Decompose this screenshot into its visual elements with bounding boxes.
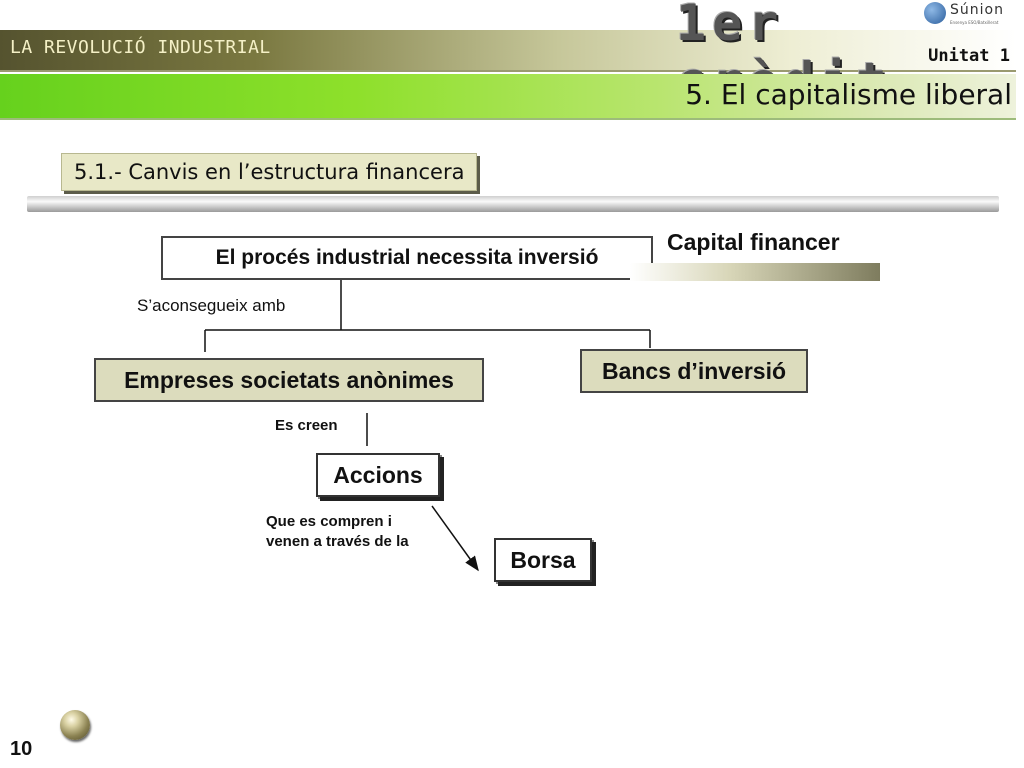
chapter-bar (0, 74, 1016, 120)
chapter-title: 5. El capitalisme liberal (685, 78, 1012, 111)
section-title: 5.1.- Canvis en l’estructura financera (61, 153, 478, 191)
header-bar (0, 30, 1016, 72)
link-label-saconsegueix: S’aconsegueix amb (137, 296, 286, 315)
main-process-box: El procés industrial necessita inversió (161, 236, 653, 280)
course-title: LA REVOLUCIÓ INDUSTRIAL (10, 37, 271, 58)
empreses-box: Empreses societats anònimes (94, 358, 484, 402)
globe-icon (924, 2, 946, 24)
sunion-logo: Súnion Ensenya ESO/Batxillerat (924, 2, 1024, 26)
section-divider (27, 196, 999, 212)
unit-label: Unitat 1 (928, 46, 1010, 66)
bancs-box: Bancs d’inversió (580, 349, 808, 393)
capital-financer-label: Capital financer (667, 229, 840, 255)
borsa-box: Borsa (494, 538, 592, 582)
capital-underline-bar (630, 263, 880, 281)
link-label-quees-line1: Que es compren i (266, 513, 392, 530)
logo-text: Súnion (950, 2, 1004, 18)
logo-subtext: Ensenya ESO/Batxillerat (950, 20, 999, 25)
page-number: 10 (10, 738, 33, 760)
accions-box: Accions (316, 453, 440, 497)
link-label-quees: Que es compren i venen a través de la (266, 512, 409, 552)
arrow-to-borsa (431, 505, 479, 572)
link-label-escreen: Es creen (275, 417, 338, 434)
link-label-quees-line2: venen a través de la (266, 533, 409, 550)
orb-icon[interactable] (60, 710, 90, 740)
